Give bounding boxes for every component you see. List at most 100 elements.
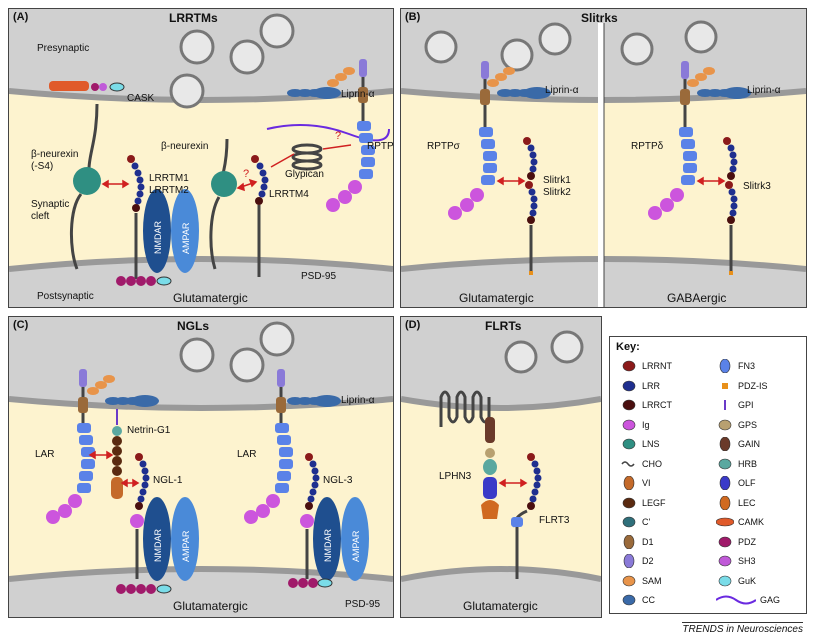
key-item-label: SAM [642, 575, 662, 586]
panel-letter-c: (C) [13, 319, 29, 331]
ampar-label-c: AMPAR [181, 530, 191, 562]
key-item-gpi: GPI [716, 398, 754, 412]
key-item-hrb: HRB [716, 457, 757, 471]
beta-neurexin-s4-label: β-neurexin (-S4) [31, 149, 79, 172]
liprin-c2-chain [287, 395, 341, 407]
nmdar-ampar-c2 [313, 497, 369, 581]
lar-1-chain [46, 369, 95, 524]
key-swatch [722, 382, 728, 389]
key-item-pdz: PDZ [716, 535, 756, 549]
postsynaptic-label: Postsynaptic [37, 291, 94, 302]
postsynaptic-membrane [9, 259, 393, 307]
key-item-label: CC [642, 595, 655, 605]
key-swatch [719, 359, 731, 373]
panel-title-d: FLRTs [485, 319, 522, 333]
rptp-chain-a [326, 59, 375, 212]
key-item-lrrct: LRRCT [620, 398, 672, 412]
key-swatch [716, 595, 756, 605]
nmdar-label-a: NMDAR [153, 221, 163, 254]
key-swatch [622, 438, 636, 450]
rptp-sigma-chain [448, 61, 497, 220]
key-swatch [623, 534, 635, 549]
flrt3-chain [511, 453, 542, 579]
panel-flrts: (D) FLRTs LPHN3 FLRT3 Glutamatergic [400, 316, 602, 618]
nmdar-ampar-1 [143, 189, 199, 273]
key-item-label: GPS [738, 419, 758, 430]
cask-label: CASK [127, 93, 155, 104]
panel-letter-b: (B) [405, 11, 421, 23]
panel-b-drawing [401, 9, 806, 307]
key-swatch [719, 495, 731, 510]
key-item-label: VI [642, 478, 651, 488]
key-swatch [621, 460, 635, 467]
lar-label-2: LAR [237, 449, 257, 460]
key-item-label: CAMK [738, 517, 765, 527]
nmdar-label-c2: NMDAR [323, 529, 333, 562]
rptp-delta-chain [648, 61, 697, 220]
ngl3-chain [300, 453, 320, 579]
lrrtm4-label: LRRTM4 [269, 189, 309, 200]
ampar-label-a: AMPAR [181, 222, 191, 254]
key-item-sam: SAM [620, 574, 662, 588]
slitrk3-chain [723, 137, 738, 275]
lphn3-label: LPHN3 [439, 471, 472, 482]
key-title: Key: [616, 341, 640, 353]
panel-letter-a: (A) [13, 11, 29, 23]
psd95-chain-c2 [288, 578, 333, 588]
key-swatch [718, 458, 732, 469]
netrin-g1 [111, 409, 123, 499]
key-item-gain: GAIN [716, 437, 760, 451]
beta-neurexin-2 [209, 138, 237, 270]
liprin-label-c: Liprin-α [341, 395, 375, 406]
psd95-label-c: PSD-95 [345, 599, 381, 610]
key-item-cc: CC [620, 593, 655, 607]
liprin-b1-chain [487, 67, 551, 99]
presynaptic-label: Presynaptic [37, 43, 90, 54]
key-swatch [622, 380, 636, 391]
vesicles-b [424, 20, 718, 72]
panel-c-bottom: Glutamatergic [173, 599, 248, 613]
key-swatch [719, 476, 731, 490]
lar-label-1: LAR [35, 449, 55, 460]
key-item-vi: VI [620, 476, 651, 490]
panel-b-bottom2: GABAergic [667, 291, 727, 305]
liprin-c1-chain [87, 375, 159, 407]
liprin-a-chain [287, 67, 355, 99]
synaptic-vesicles [169, 13, 295, 109]
key-swatch [718, 419, 732, 430]
key-item-label: LEGF [642, 497, 666, 508]
key-item-label: Ig [642, 419, 650, 430]
key-item-gps: GPS [716, 418, 757, 432]
key-item-lrr: LRR [620, 379, 660, 393]
ampar-label-c2: AMPAR [351, 530, 361, 562]
lphn3-chain [439, 390, 499, 519]
key-item-label: OLF [738, 478, 756, 488]
journal-footer: TRENDS in Neurosciences [682, 622, 803, 635]
key-swatch [622, 575, 636, 586]
key-item-c-: C' [620, 515, 650, 529]
ngl3-label: NGL-3 [323, 475, 353, 486]
key-item-fn3: FN3 [716, 359, 755, 373]
panel-title-b: Slitrks [581, 11, 618, 25]
key-item-label: GuK [738, 575, 757, 586]
binding-arrows-c [88, 450, 140, 488]
glypican-label: Glypican [285, 169, 324, 180]
vesicles-d [504, 330, 584, 374]
key-item-guk: GuK [716, 574, 756, 588]
key-item-label: PDZ-IS [738, 380, 768, 391]
lrrtm12-label: LRRTM1 LRRTM2 [149, 173, 189, 196]
key-swatch [724, 400, 726, 410]
panel-lrrtms: NMDAR AMPAR ? ? (A) LRRTMs Presynaptic C… [8, 8, 394, 308]
ngl1-chain [130, 453, 150, 579]
key-item-d2: D2 [620, 554, 654, 568]
panel-a-drawing: NMDAR AMPAR ? ? [9, 9, 393, 307]
key-item-label: GAIN [738, 439, 761, 449]
flrt3-label: FLRT3 [539, 515, 570, 526]
ngl1-label: NGL-1 [153, 475, 183, 486]
nmdar-label-c: NMDAR [153, 529, 163, 562]
key-swatch [716, 517, 734, 527]
question-mark-2: ? [335, 130, 341, 142]
beta-neurexin-label: β-neurexin [161, 141, 209, 152]
key-item-label: D2 [642, 556, 654, 566]
